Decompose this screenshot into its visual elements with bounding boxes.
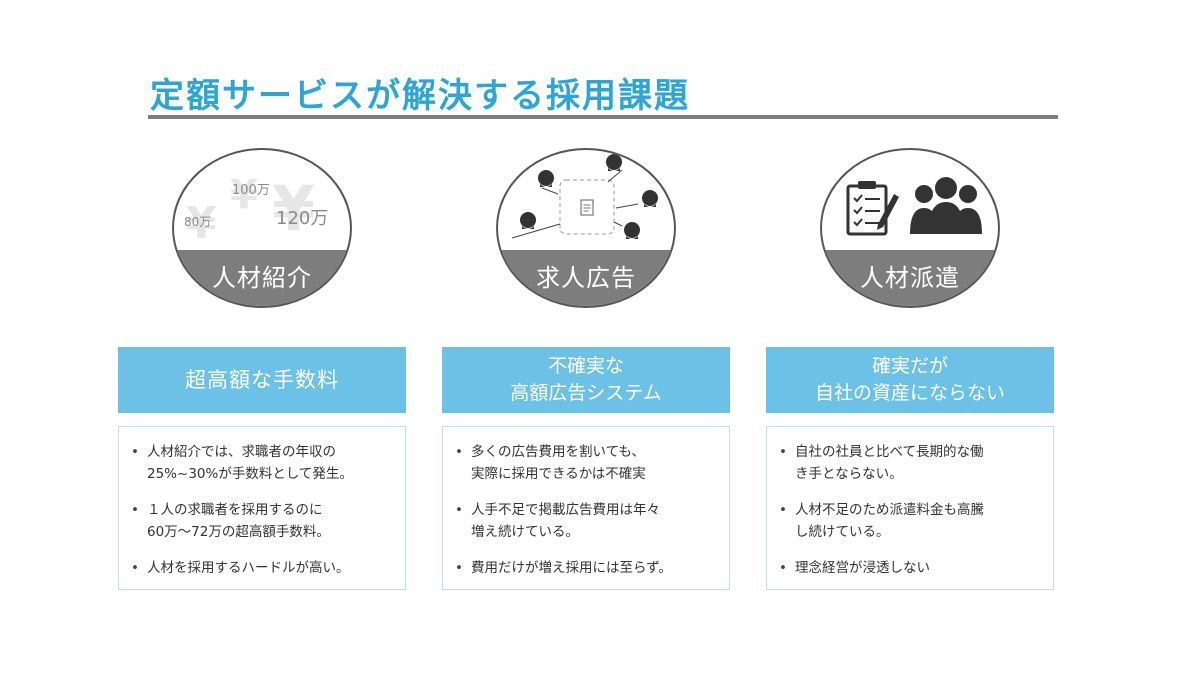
badge-staffing: 人材派遣	[820, 148, 1000, 308]
clipboard-checklist-icon	[846, 181, 899, 236]
amount-120: 120万	[276, 208, 328, 229]
bullet-line: １人の求職者を採用するのに	[147, 502, 323, 518]
badge-label: 求人広告	[498, 250, 674, 306]
bullet-item: １人の求職者を採用するのに 60万〜72万の超高額手数料。	[127, 499, 397, 543]
bullet-item: 人材紹介では、求職者の年収の 25%~30%が手数料として発生。	[127, 441, 397, 485]
heading-line: 超高額な手数料	[185, 367, 339, 392]
page-title: 定額サービスが解決する採用課題	[150, 76, 690, 116]
bullet-line: 費用だけが増え採用には至らず。	[471, 560, 672, 576]
bullet-line: 25%~30%が手数料として発生。	[147, 466, 353, 482]
bullet-item: 理念経営が浸透しない	[775, 557, 1045, 579]
yen-icon: ¥	[230, 172, 258, 218]
badge-job-ads: 求人広告	[496, 148, 676, 308]
yen-amounts-illustration: ¥ ¥ ¥ 80万 100万 120万	[184, 172, 328, 249]
bullet-item: 人材不足のため派遣料金も高騰 し続けている。	[775, 499, 1045, 543]
bullet-line: 60万〜72万の超高額手数料。	[147, 524, 330, 540]
ad-frame	[559, 179, 615, 235]
bullet-line: 実際に採用できるかは不確実	[471, 466, 646, 482]
bullet-item: 人手不足で掲載広告費用は年々 増え続けている。	[451, 499, 721, 543]
bullet-line: 多くの広告費用を割いても、	[471, 444, 646, 460]
bullet-line: 人材紹介では、求職者の年収の	[147, 444, 336, 460]
heading-high-fees: 超高額な手数料	[118, 347, 406, 413]
yen-icon: ¥	[272, 172, 315, 245]
heading-line: 自社の資産にならない	[814, 382, 1005, 404]
bullets-recruitment-agency: 人材紹介では、求職者の年収の 25%~30%が手数料として発生。 １人の求職者を…	[118, 426, 406, 590]
badge-label: 人材派遣	[822, 250, 998, 306]
heading-not-company-asset: 確実だが 自社の資産にならない	[766, 347, 1054, 413]
bullet-line: 人材を採用するハードルが高い。	[147, 560, 350, 576]
title-underline	[148, 115, 1058, 119]
bullet-item: 人材を採用するハードルが高い。	[127, 557, 397, 579]
job-ad-broadcast-illustration	[511, 154, 658, 239]
bullet-line: 人材不足のため派遣料金も高騰	[795, 502, 984, 518]
document-icon	[580, 199, 594, 216]
people-group-icon	[910, 177, 982, 234]
heading-line: 確実だが	[871, 355, 948, 377]
bullet-item: 費用だけが増え採用には至らず。	[451, 557, 721, 579]
bullets-staffing: 自社の社員と比べて長期的な働 き手とならない。 人材不足のため派遣料金も高騰 し…	[766, 426, 1054, 590]
badge-label: 人材紹介	[174, 250, 350, 306]
badge-recruitment-agency: ¥ ¥ ¥ 80万 100万 120万 人材紹介	[172, 148, 352, 308]
bullet-line: し続けている。	[795, 524, 890, 540]
amount-80: 80万	[184, 215, 211, 229]
bullet-item: 自社の社員と比べて長期的な働 き手とならない。	[775, 441, 1045, 485]
heading-uncertain-ads: 不確実な 高額広告システム	[442, 347, 730, 413]
bullet-line: き手とならない。	[795, 466, 903, 482]
bullet-line: 理念経営が浸透しない	[795, 560, 930, 576]
bullet-line: 自社の社員と比べて長期的な働	[795, 444, 984, 460]
yen-icon: ¥	[186, 198, 217, 249]
heading-line: 不確実な	[547, 355, 624, 377]
bullet-line: 人手不足で掲載広告費用は年々	[471, 502, 660, 518]
bullet-line: 増え続けている。	[471, 524, 579, 540]
amount-100: 100万	[232, 183, 270, 198]
bullets-job-ads: 多くの広告費用を割いても、 実際に採用できるかは不確実 人手不足で掲載広告費用は…	[442, 426, 730, 590]
person-head-icon	[520, 154, 658, 239]
bullet-item: 多くの広告費用を割いても、 実際に採用できるかは不確実	[451, 441, 721, 485]
heading-line: 高額広告システム	[510, 382, 662, 404]
staffing-illustration	[846, 177, 982, 236]
